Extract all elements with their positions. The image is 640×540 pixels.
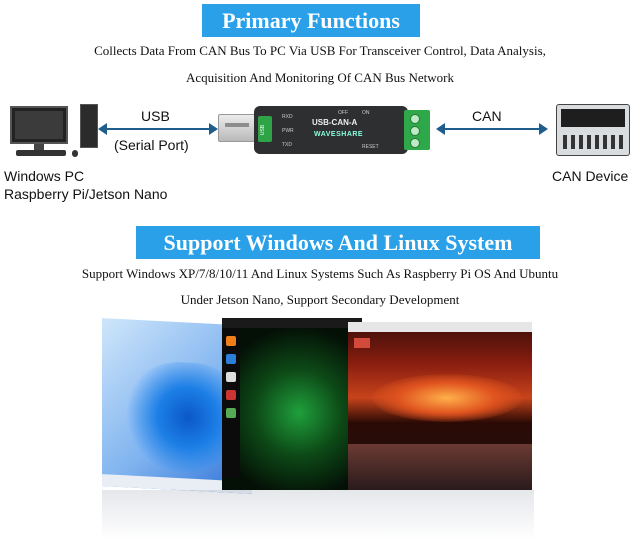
terminal-screw bbox=[410, 126, 420, 136]
pc-label-windows: Windows PC bbox=[4, 168, 85, 184]
usb-plug bbox=[218, 114, 256, 142]
screen-reflection bbox=[102, 490, 534, 540]
usb-can-a-device bbox=[254, 106, 408, 154]
ubuntu-launcher bbox=[222, 328, 240, 478]
primary-functions-desc-line2: Acquisition And Monitoring Of CAN Bus Ne… bbox=[186, 70, 454, 85]
device-pwr: PWR bbox=[282, 128, 294, 134]
ubuntu-top-bar bbox=[222, 318, 362, 328]
serial-port-label: (Serial Port) bbox=[114, 137, 189, 153]
sunset-cloud-wallpaper bbox=[372, 374, 522, 422]
monitor-icon bbox=[10, 106, 68, 144]
usb-arrow bbox=[98, 123, 218, 135]
device-usb-tag: USB bbox=[260, 124, 267, 136]
computer-icon bbox=[10, 100, 100, 160]
device-reset: RESET bbox=[362, 144, 379, 150]
rpi-top-bar bbox=[348, 322, 532, 332]
primary-functions-banner: Primary Functions bbox=[202, 4, 420, 37]
raspberry-pi-os-screen-image bbox=[348, 322, 532, 490]
lake-wallpaper bbox=[348, 444, 532, 490]
device-on: ON bbox=[362, 110, 370, 116]
device-model: USB-CAN-A bbox=[312, 118, 358, 127]
terminal-screw bbox=[410, 138, 420, 148]
trash-icon bbox=[354, 338, 370, 348]
can-device-icon bbox=[556, 104, 630, 156]
launcher-app-icon bbox=[226, 336, 236, 346]
launcher-app-icon bbox=[226, 390, 236, 400]
monitor-stand bbox=[34, 144, 44, 150]
device-rxd: RXD bbox=[282, 114, 293, 120]
keyboard-icon bbox=[16, 150, 66, 156]
support-systems-banner: Support Windows And Linux System bbox=[136, 226, 540, 259]
device-brand: WAVESHARE bbox=[314, 131, 364, 138]
terminal-screw bbox=[410, 114, 420, 124]
launcher-app-icon bbox=[226, 408, 236, 418]
usb-label: USB bbox=[141, 108, 170, 124]
launcher-app-icon bbox=[226, 354, 236, 364]
pc-label-raspberry-jetson: Raspberry Pi/Jetson Nano bbox=[4, 186, 168, 202]
can-device-label: CAN Device bbox=[552, 168, 629, 184]
support-systems-desc-line1: Support Windows XP/7/8/10/11 And Linux S… bbox=[81, 266, 559, 281]
pc-tower-icon bbox=[80, 104, 98, 148]
device-txd: TXD bbox=[282, 142, 292, 148]
mouse-icon bbox=[72, 150, 78, 157]
can-arrow bbox=[436, 123, 548, 135]
launcher-app-icon bbox=[226, 372, 236, 382]
primary-functions-desc-line1: Collects Data From CAN Bus To PC Via USB… bbox=[94, 43, 546, 58]
support-systems-desc-line2: Under Jetson Nano, Support Secondary Dev… bbox=[180, 292, 460, 307]
device-off: OFF bbox=[338, 110, 348, 116]
usb-tag bbox=[258, 116, 272, 142]
can-label: CAN bbox=[472, 108, 502, 124]
jetson-ubuntu-screen-image bbox=[222, 318, 362, 490]
